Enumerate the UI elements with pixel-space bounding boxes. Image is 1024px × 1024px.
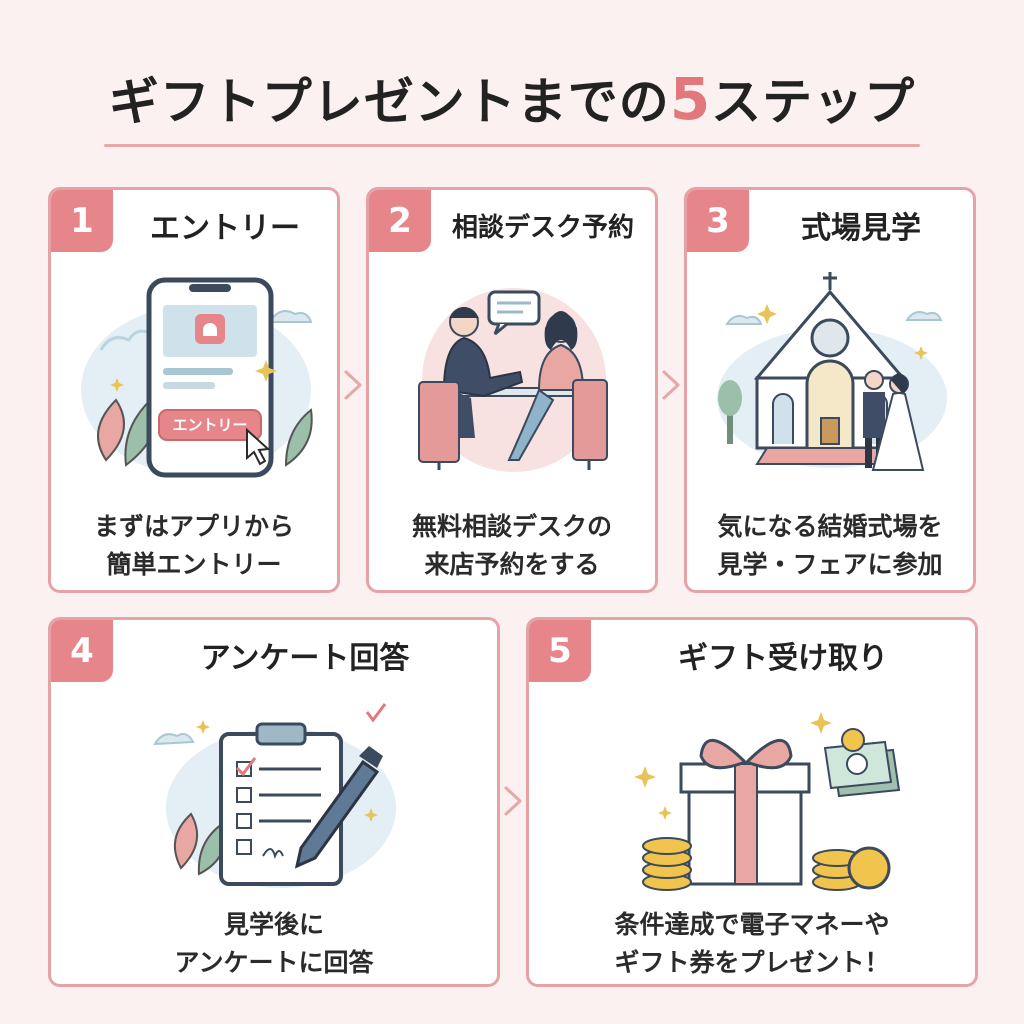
step-card-2: 2 相談デスク予約 無料相談デスクの 来店予約をする [366,187,658,593]
step-number-badge: 1 [51,190,113,252]
step-description: 見学後に アンケートに回答 [59,906,489,982]
step-description-line-2: 見学・フェアに参加 [717,550,943,579]
page-title: ギフトプレゼントまでの5ステップ [0,62,1024,134]
step-card-5: 5 ギフト受け取り 条件達成で電子マネーや ギフト券をプレゼント！ [526,617,978,987]
step-title: ギフト受け取り [678,641,888,676]
page-title-suffix: ステップ [711,73,916,131]
step-number-badge: 4 [51,620,113,682]
step-description-line-1: まずはアプリから [93,512,294,541]
entry-button-label: エントリー [172,416,247,434]
step-description: 無料相談デスクの 来店予約をする [377,508,647,584]
consultation-icon [418,288,608,472]
step-description-line-1: 無料相談デスクの [411,512,612,541]
step-description-line-2: アンケートに回答 [174,948,374,977]
step-description: 条件達成で電子マネーや ギフト券をプレゼント！ [537,906,967,982]
chevron-right-icon [504,786,522,816]
step-description-line-1: 条件達成で電子マネーや [614,910,890,939]
step-description-line-2: 簡単エントリー [106,550,282,579]
step-description-line-1: 気になる結婚式場を [717,512,943,541]
step-number-badge: 2 [369,190,431,252]
step-number-badge: 5 [529,620,591,682]
step-description-line-2: 来店予約をする [424,550,600,579]
step-title: 相談デスク予約 [451,212,634,243]
clipboard-survey-icon [153,703,396,888]
step-title: アンケート回答 [200,641,410,676]
step-card-1: 1 エントリー エントリー まずはアプリから 簡単エントリー [48,187,340,593]
chevron-right-icon [662,370,680,400]
title-underline [104,144,920,147]
step-number-badge: 3 [687,190,749,252]
page-title-number: 5 [669,65,712,133]
step-title: 式場見学 [801,211,921,246]
gift-box-icon [634,712,901,891]
chapel-icon [717,272,947,471]
step-description: 気になる結婚式場を 見学・フェアに参加 [695,508,965,584]
chevron-right-icon [344,370,362,400]
step-card-4: 4 アンケート回答 見学後に アンケートに回答 [48,617,500,987]
step-title: エントリー [150,211,300,246]
smartphone-entry-icon: エントリー [81,277,313,478]
page-title-prefix: ギフトプレゼントまでの [108,73,670,131]
step-description-line-1: 見学後に [223,910,324,939]
step-card-3: 3 式場見学 気になる結婚式場を 見学・フェアに参加 [684,187,976,593]
step-description-line-2: ギフト券をプレゼント！ [614,948,890,977]
step-description: まずはアプリから 簡単エントリー [59,508,329,584]
